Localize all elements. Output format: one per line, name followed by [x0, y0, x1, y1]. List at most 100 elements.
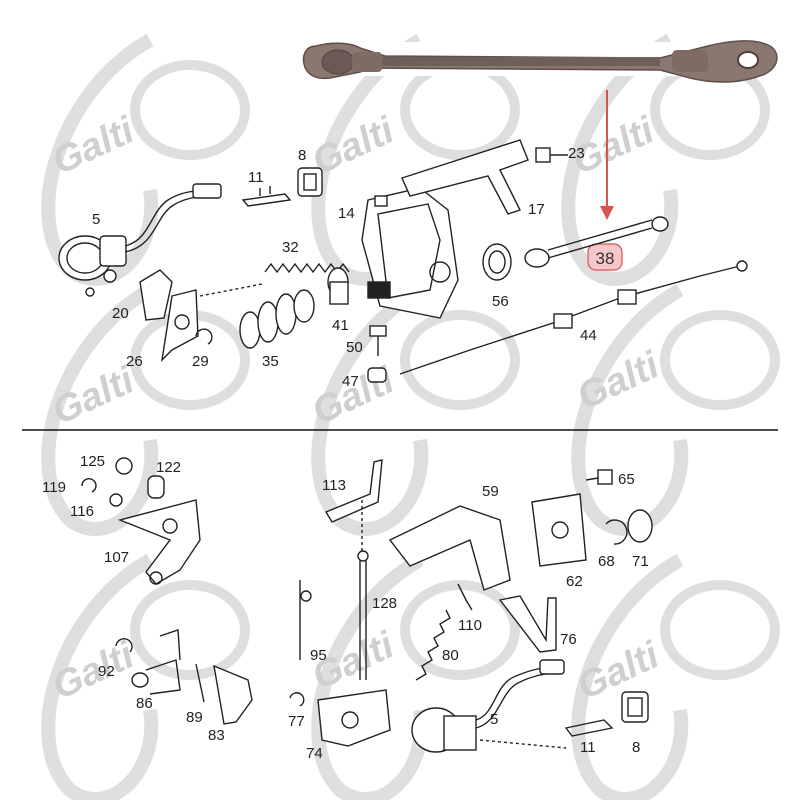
part-107-lever [117, 499, 201, 585]
highlight-badge[interactable]: 38 [587, 243, 623, 271]
callout-38[interactable]: 38 [596, 249, 615, 268]
part-17-bracket [401, 139, 529, 215]
callout-125[interactable]: 125 [80, 453, 105, 470]
top-line-art [58, 139, 748, 383]
part-77-clip [289, 692, 305, 707]
callout-8-bottom[interactable]: 8 [632, 739, 640, 756]
callout-76[interactable]: 76 [560, 631, 577, 648]
callout-113[interactable]: 113 [322, 477, 346, 494]
callout-65[interactable]: 65 [618, 471, 635, 488]
callout-59[interactable]: 59 [482, 483, 499, 500]
part-92-clip [115, 638, 133, 653]
callout-14[interactable]: 14 [338, 205, 355, 222]
callout-23[interactable]: 23 [568, 145, 585, 162]
part-95-rod [299, 580, 312, 660]
callout-110[interactable]: 110 [458, 617, 482, 634]
part-5-vacuum-unit-bottom [411, 659, 567, 753]
callout-74[interactable]: 74 [306, 745, 323, 762]
callout-5-bottom[interactable]: 5 [490, 711, 498, 728]
callouts-bottom: 125 122 119 116 113 59 65 107 68 71 62 1… [42, 453, 649, 762]
callout-128[interactable]: 128 [372, 595, 397, 612]
part-29-clip [195, 328, 213, 345]
watermark-text: Galti [46, 634, 142, 708]
callout-50[interactable]: 50 [346, 339, 363, 356]
bottom-line-art [81, 457, 653, 753]
callout-32[interactable]: 32 [282, 239, 299, 256]
part-23-bolt [535, 147, 568, 163]
part-119-clip [81, 478, 97, 493]
callout-26[interactable]: 26 [126, 353, 143, 370]
callout-80[interactable]: 80 [442, 647, 459, 664]
part-38-rod [524, 216, 669, 268]
part-89-pin [195, 663, 205, 703]
callout-68[interactable]: 68 [598, 553, 615, 570]
part-56-nut [482, 243, 512, 281]
part-50-screw [369, 325, 387, 356]
callout-41[interactable]: 41 [332, 317, 349, 334]
callouts-top: 5 11 8 14 23 17 32 20 56 26 29 41 35 44 … [92, 145, 597, 390]
watermark-text: Galti [306, 359, 402, 433]
part-35-boot [239, 289, 315, 349]
part-122-sleeve [147, 475, 165, 499]
part-83-lever [213, 664, 253, 725]
part-68-clip [605, 519, 628, 545]
callout-119[interactable]: 119 [42, 479, 66, 496]
callout-89[interactable]: 89 [186, 709, 203, 726]
callout-116[interactable]: 116 [70, 503, 94, 520]
part-14-housing [361, 187, 459, 319]
callout-5[interactable]: 5 [92, 211, 100, 228]
highlight-arrow [600, 90, 614, 220]
callout-17[interactable]: 17 [528, 201, 545, 218]
callout-71[interactable]: 71 [632, 553, 649, 570]
callout-11[interactable]: 11 [248, 169, 264, 186]
callout-83[interactable]: 83 [208, 727, 225, 744]
callout-122[interactable]: 122 [156, 459, 181, 476]
part-128-strut [357, 550, 369, 680]
part-110-screw [457, 583, 473, 611]
part-125-nut [115, 457, 133, 475]
callout-86[interactable]: 86 [136, 695, 153, 712]
part-47-bushing [367, 367, 387, 383]
callout-56[interactable]: 56 [492, 293, 509, 310]
callout-20[interactable]: 20 [112, 305, 129, 322]
callout-35[interactable]: 35 [262, 353, 279, 370]
part-76-bracket [498, 595, 557, 653]
watermark-logo [311, 553, 520, 805]
part-86-bushing [131, 629, 181, 695]
part-65-bolt [585, 469, 613, 485]
part-5-vacuum-unit [58, 183, 222, 297]
watermark-text: Galti [571, 634, 667, 708]
callout-44[interactable]: 44 [580, 327, 597, 344]
part-113-link [324, 459, 383, 523]
callout-11-bottom[interactable]: 11 [580, 739, 596, 756]
part-11-connector [241, 186, 292, 207]
part-8-switch [297, 167, 323, 197]
part-photo-rod [300, 40, 778, 83]
part-41-cap [327, 267, 349, 305]
callout-62[interactable]: 62 [566, 573, 583, 590]
watermark-text: Galti [46, 109, 142, 183]
part-80-spring [415, 609, 451, 681]
part-20-lever [139, 269, 173, 321]
callout-8[interactable]: 8 [298, 147, 306, 164]
watermark-logo [571, 553, 780, 805]
part-116-washer [109, 493, 123, 507]
callout-92[interactable]: 92 [98, 663, 115, 680]
callout-95[interactable]: 95 [310, 647, 327, 664]
callout-29[interactable]: 29 [192, 353, 209, 370]
part-8-switch-bottom [621, 691, 649, 723]
watermark-layer [41, 33, 780, 805]
callout-107[interactable]: 107 [104, 549, 129, 566]
callout-47[interactable]: 47 [342, 373, 359, 390]
part-44-cable [399, 260, 748, 375]
part-59-bracket [388, 505, 511, 591]
part-71-cap [627, 509, 653, 543]
part-74-lever [317, 689, 391, 747]
callout-77[interactable]: 77 [288, 713, 305, 730]
part-62-plate [531, 493, 587, 567]
watermark-logo [41, 553, 250, 805]
watermark-logo [571, 283, 780, 536]
part-11-connector-bottom [564, 719, 614, 737]
